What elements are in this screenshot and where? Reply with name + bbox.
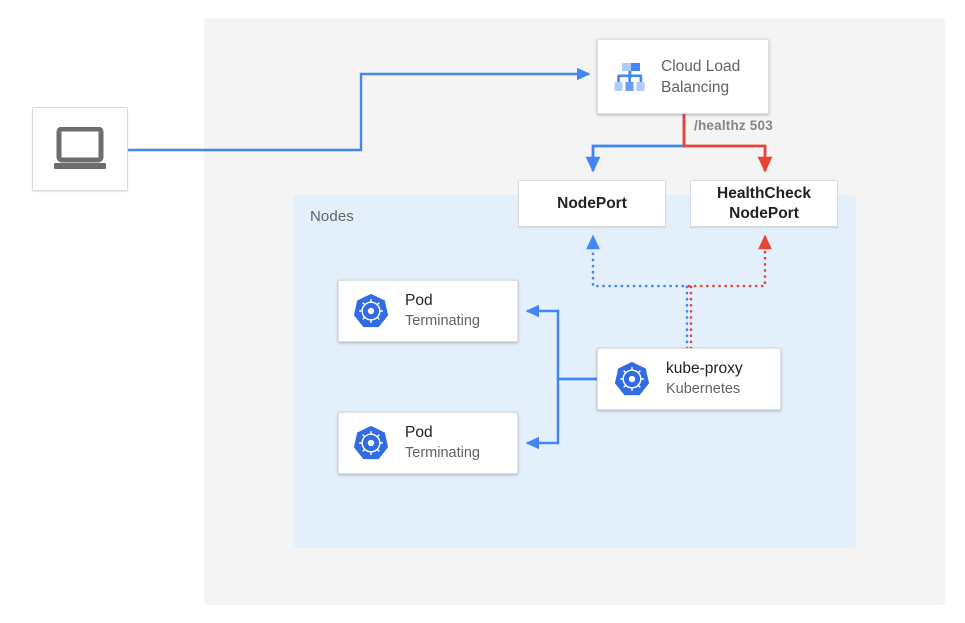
kube-proxy-subtitle: Kubernetes <box>666 381 741 397</box>
nodeport-node[interactable]: NodePort <box>518 180 666 227</box>
kubernetes-icon <box>353 425 389 460</box>
nodeport-label: NodePort <box>557 194 627 212</box>
kube-proxy-title: kube-proxy <box>666 360 743 377</box>
kubernetes-icon <box>353 293 389 328</box>
client-node[interactable] <box>32 107 128 191</box>
pod-top-title: Pod <box>405 292 433 309</box>
pod-node-bottom[interactable]: Pod Terminating <box>338 412 518 474</box>
cloud-load-balancing-icon <box>614 62 645 91</box>
healthcheck-nodeport-label: HealthCheck NodePort <box>717 184 811 222</box>
cloud-load-balancing-node[interactable]: Cloud Load Balancing <box>597 39 769 114</box>
pod-bottom-subtitle: Terminating <box>405 445 480 461</box>
nodes-panel-label: Nodes <box>310 208 354 225</box>
pod-top-subtitle: Terminating <box>405 313 480 329</box>
kubernetes-icon <box>614 361 650 396</box>
pod-bottom-text: Pod Terminating <box>405 423 480 463</box>
cloud-load-balancing-label: Cloud Load Balancing <box>661 57 741 96</box>
pod-top-text: Pod Terminating <box>405 291 480 331</box>
healthz-status-label: /healthz 503 <box>694 118 773 133</box>
healthcheck-nodeport-node[interactable]: HealthCheck NodePort <box>690 180 838 227</box>
kube-proxy-node[interactable]: kube-proxy Kubernetes <box>597 348 781 410</box>
laptop-icon <box>54 127 106 169</box>
pod-node-top[interactable]: Pod Terminating <box>338 280 518 342</box>
pod-bottom-title: Pod <box>405 424 433 441</box>
kube-proxy-text: kube-proxy Kubernetes <box>666 359 743 399</box>
